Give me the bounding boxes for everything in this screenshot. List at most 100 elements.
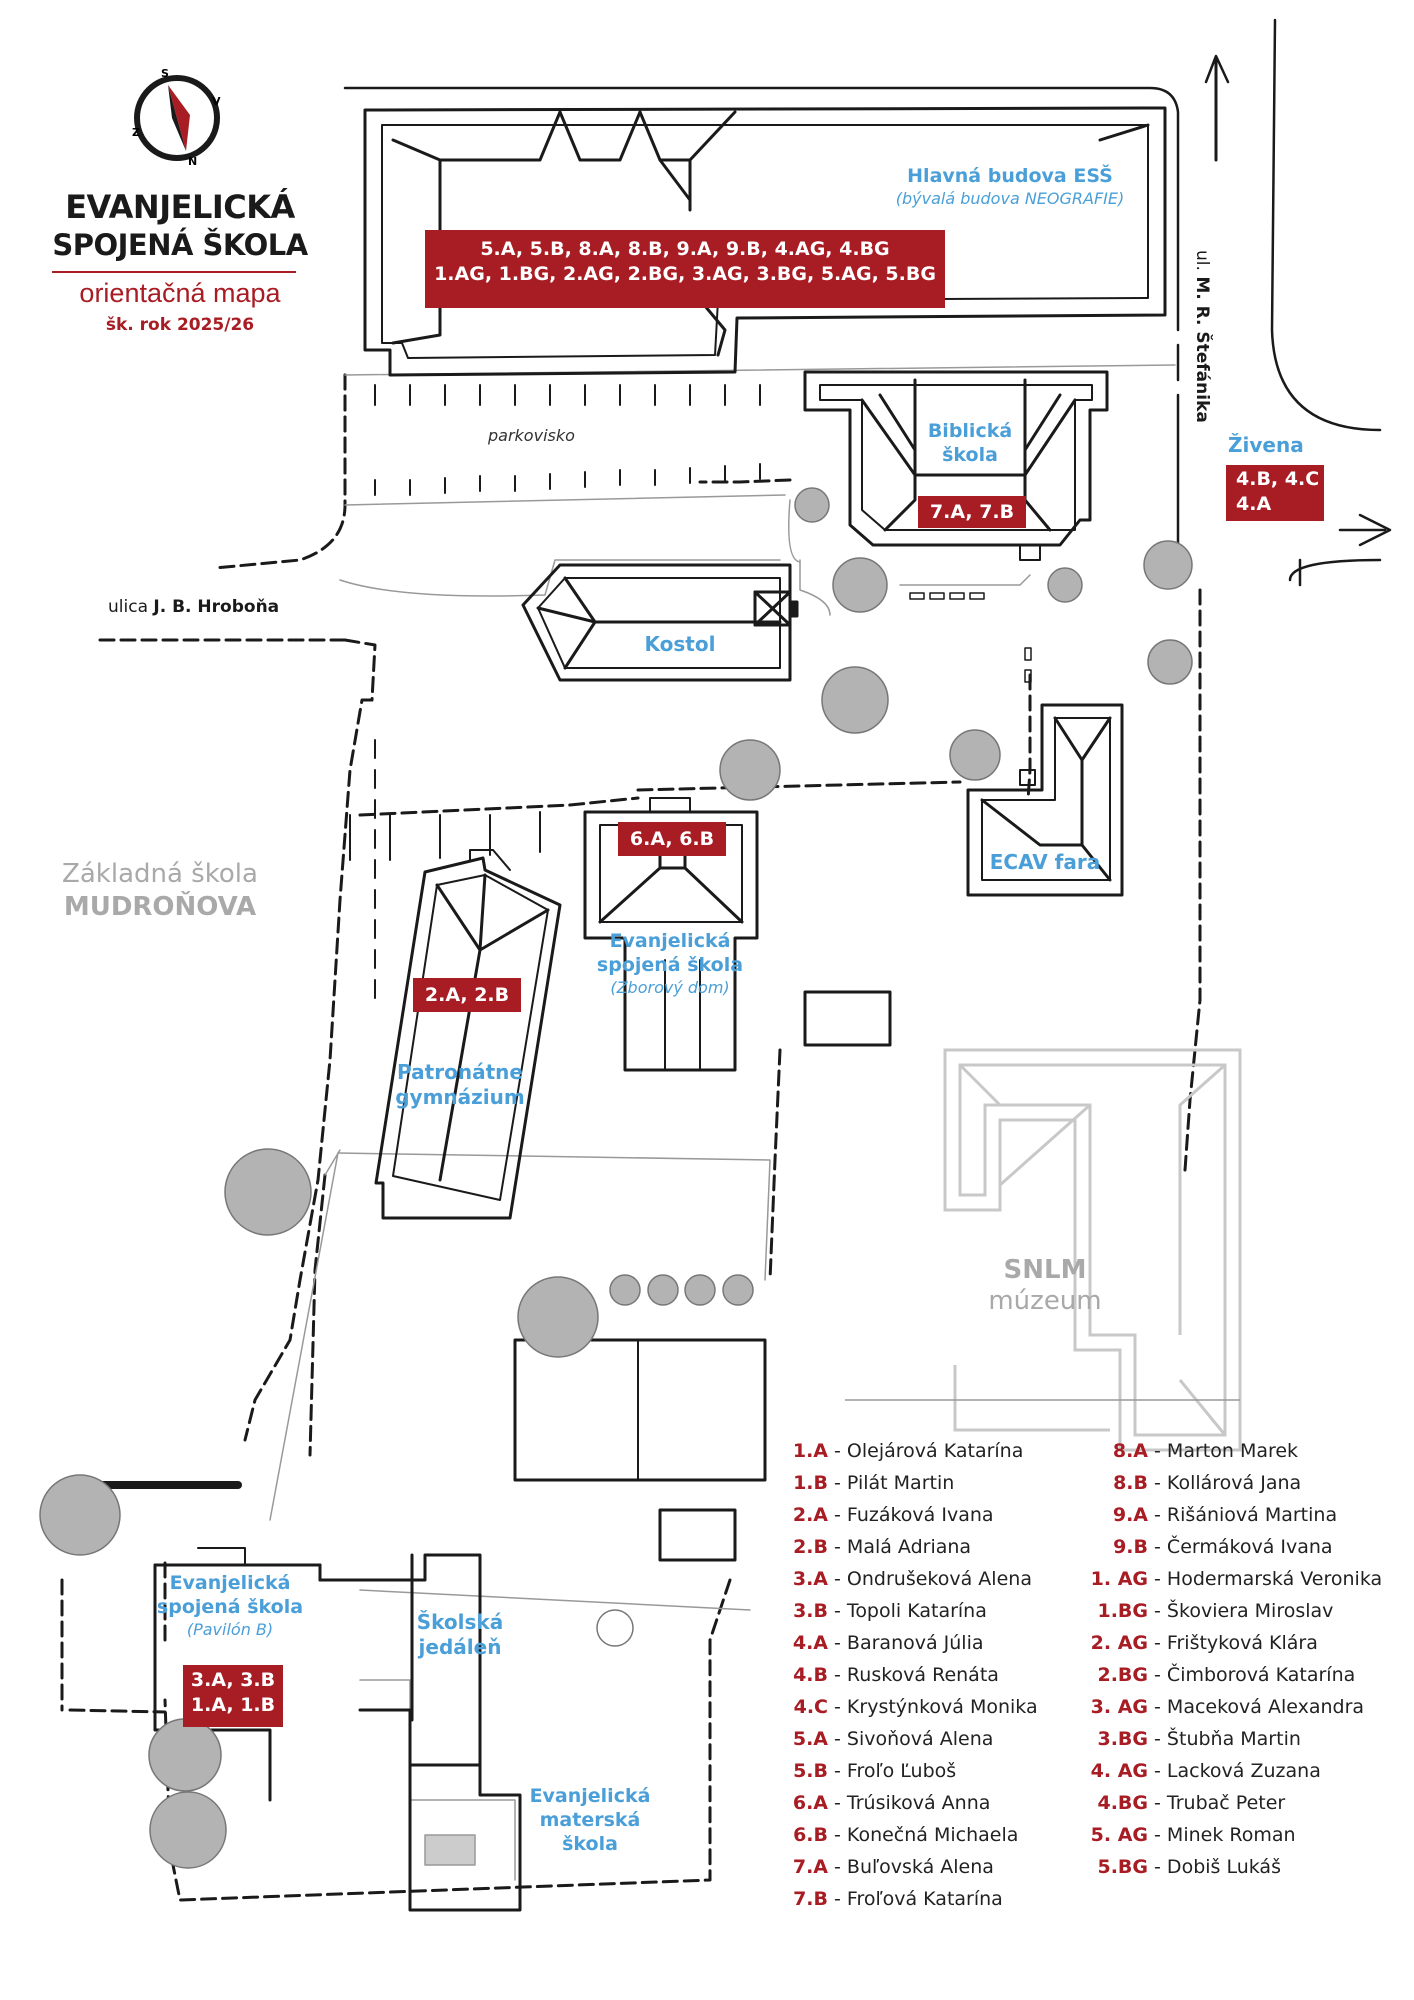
legend-row: 4.C - Krystýnková Monika [790, 1691, 1038, 1723]
legend-teacher: - Hodermarská Veronika [1148, 1568, 1383, 1590]
church-outline [521, 563, 799, 682]
legend-class: 1.A [792, 1440, 828, 1462]
legend-class: 6.A [792, 1792, 828, 1814]
legend-class: 3.A [792, 1568, 828, 1590]
legend-class: 4.C [793, 1696, 828, 1718]
compass-letter-n: N [188, 155, 198, 168]
legend-teacher: - Marton Marek [1148, 1440, 1299, 1462]
legend-class: 5. AG [1090, 1824, 1148, 1846]
legend-row: 5.B - Froľo Ľuboš [790, 1755, 1038, 1787]
pavilon-b-classes: 3.A, 3.B 1.A, 1.B [183, 1665, 283, 1727]
title-divider [52, 271, 296, 273]
legend-row: 7.A - Buľovská Alena [790, 1851, 1038, 1883]
legend-teacher: - Frištyková Klára [1148, 1632, 1318, 1654]
school-name-line2: SPOJENÁ ŠKOLA [52, 228, 308, 262]
south-complex-outline [153, 1547, 522, 1912]
legend-row: 4.B - Rusková Renáta [790, 1659, 1038, 1691]
legend-teacher: - Čermáková Ivana [1148, 1536, 1333, 1558]
legend-teacher: - Minek Roman [1148, 1824, 1296, 1846]
legend-class: 8.B [1113, 1472, 1148, 1494]
legend-teacher: - Rišániová Martina [1148, 1504, 1338, 1526]
ecav-fara-outline [966, 703, 1124, 897]
legend-row: 1.BG - Škoviera Miroslav [1090, 1595, 1382, 1627]
legend-class: 2. AG [1090, 1632, 1148, 1654]
legend-row: 4.A - Baranová Júlia [790, 1627, 1038, 1659]
legend-class: 9.B [1113, 1536, 1148, 1558]
biblical-school-outline [803, 370, 1109, 561]
street-hrobona: ulica J. B. Hroboňa [108, 597, 280, 617]
legend-row: 9.B - Čermáková Ivana [1090, 1531, 1382, 1563]
biblical-school-classes: 7.A, 7.B [918, 496, 1026, 528]
patronatne-gymnazium-outline [374, 849, 562, 1220]
legend-row: 2.BG - Čimborová Katarína [1090, 1659, 1382, 1691]
main-building-classes: 5.A, 5.B, 8.A, 8.B, 9.A, 9.B, 4.AG, 4.BG… [425, 230, 945, 308]
legend-row: 2.B - Malá Adriana [790, 1531, 1038, 1563]
legend-teacher: - Malá Adriana [828, 1536, 972, 1558]
street-lines [343, 18, 1392, 587]
legend-teacher: - Rusková Renáta [828, 1664, 999, 1686]
legend-class: 4.B [793, 1664, 828, 1686]
legend-row: 1. AG - Hodermarská Veronika [1090, 1563, 1383, 1595]
street-stefanika: ul. M. R. Štefánika [1192, 250, 1212, 423]
snlm-museum-outline [943, 1048, 1242, 1452]
legend-teacher: - Topoli Katarína [828, 1600, 987, 1622]
small-building [803, 990, 892, 1047]
legend-row: 6.B - Konečná Michaela [790, 1819, 1038, 1851]
legend-class: 1.BG [1097, 1600, 1148, 1622]
legend-class: 3.B [793, 1600, 828, 1622]
map-subtitle: orientačná mapa [79, 278, 281, 308]
legend-row: 4. AG - Lacková Zuzana [1090, 1755, 1382, 1787]
legend-class: 3. AG [1090, 1696, 1148, 1718]
legend-teacher: - Sivoňová Alena [828, 1728, 994, 1750]
legend-row: 4.BG - Trubač Peter [1090, 1787, 1382, 1819]
legend-teacher: - Lacková Zuzana [1148, 1760, 1321, 1782]
legend-teacher: - Fuzáková Ivana [828, 1504, 994, 1526]
legend-class: 1.B [793, 1472, 828, 1494]
legend-row: 1.A - Olejárová Katarína [790, 1435, 1038, 1467]
zivena-label: Živena [1228, 433, 1304, 457]
legend-teacher: - Trúsiková Anna [828, 1792, 991, 1814]
trees [39, 487, 1193, 1869]
legend-row: 1.B - Pilát Martin [790, 1467, 1038, 1499]
school-name-line1: EVANJELICKÁ [65, 188, 295, 226]
school-year: šk. rok 2025/26 [105, 315, 255, 335]
compass-letter-v: V [212, 95, 221, 108]
compass-letter-s: S [161, 67, 169, 80]
legend-row: 6.A - Trúsiková Anna [790, 1787, 1038, 1819]
legend-teacher: - Dobiš Lukáš [1148, 1856, 1281, 1878]
legend-row: 5.BG - Dobiš Lukáš [1090, 1851, 1382, 1883]
legend-class: 9.A [1112, 1504, 1148, 1526]
legend-teacher: - Kollárová Jana [1148, 1472, 1302, 1494]
legend-class: 3.BG [1097, 1728, 1148, 1750]
compass-icon [134, 75, 220, 161]
legend-teacher: - Konečná Michaela [828, 1824, 1019, 1846]
legend-row: 3.BG - Štubňa Martin [1090, 1723, 1382, 1755]
thin-outlines [269, 364, 1176, 1881]
legend-class: 2.BG [1097, 1664, 1148, 1686]
legend-class: 5.A [792, 1728, 828, 1750]
main-building-label: Hlavná budova ESŠ (bývalá budova NEOGRAF… [895, 165, 1125, 208]
legend-row: 9.A - Rišániová Martina [1090, 1499, 1382, 1531]
parking-label: parkovisko [488, 426, 575, 445]
patronatne-classes: 2.A, 2.B [413, 978, 521, 1012]
legend-teacher: - Krystýnková Monika [828, 1696, 1038, 1718]
zivena-classes: 4.B, 4.C 4.A [1226, 465, 1324, 521]
legend-teacher: - Čimborová Katarína [1148, 1664, 1356, 1686]
legend-class: 4.BG [1097, 1792, 1148, 1814]
main-building-outline [363, 106, 1167, 377]
legend-teacher: - Ondrušeková Alena [828, 1568, 1032, 1590]
legend-class: 5.BG [1097, 1856, 1148, 1878]
legend-teacher: - Pilát Martin [828, 1472, 955, 1494]
parking-small [909, 592, 1032, 683]
parking-stripes [349, 384, 761, 861]
legend-teacher: - Froľová Katarína [828, 1888, 1003, 1910]
legend-row: 7.B - Froľová Katarína [790, 1883, 1038, 1915]
legend-row: 5. AG - Minek Roman [1090, 1819, 1382, 1851]
